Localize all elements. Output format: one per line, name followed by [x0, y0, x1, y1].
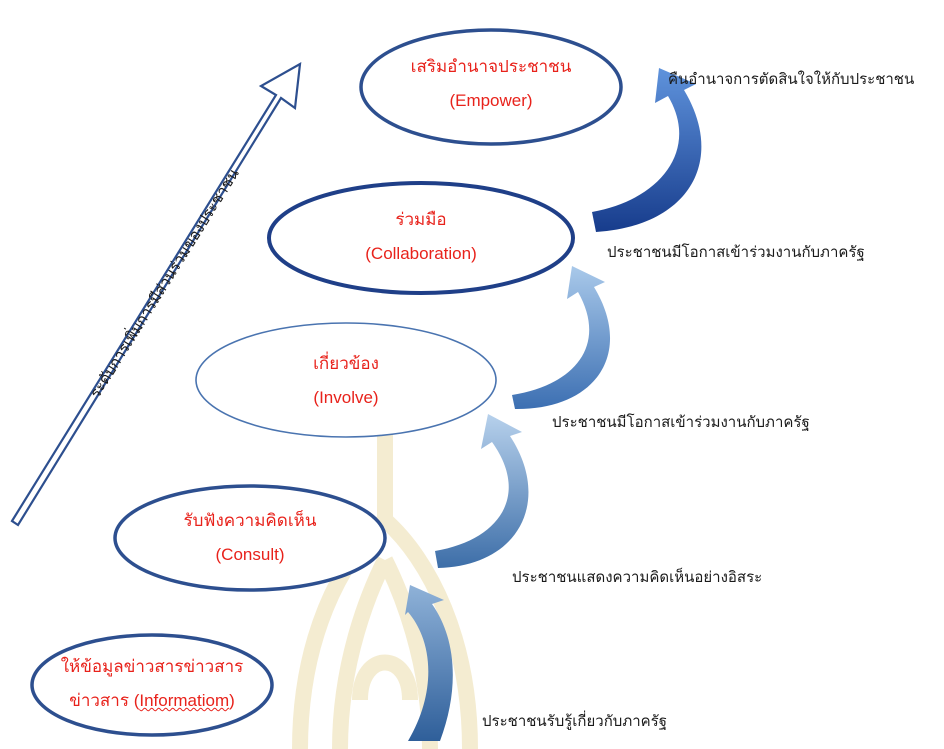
curved-arrow-3 [512, 266, 611, 410]
level-collaboration-en: (Collaboration) [365, 244, 477, 263]
level-consult-label: รับฟังความคิดเห็น (Consult) [115, 504, 385, 572]
ellipse-consult [113, 484, 387, 592]
level-consult-en: (Consult) [215, 545, 285, 564]
level-involve-th: เกี่ยวข้อง [313, 354, 379, 373]
description-consult: ประชาชนแสดงความคิดเห็นอย่างอิสระ [512, 569, 763, 586]
ellipse-empower [359, 28, 623, 146]
level-consult-th: รับฟังความคิดเห็น [183, 511, 317, 530]
level-involve-en: (Involve) [313, 388, 379, 407]
level-information-en: ข่าวสาร (Informatiom) [69, 691, 235, 710]
description-information: ประชาชนรับรู้เกี่ยวกับภาครัฐ [482, 713, 668, 730]
level-empower-label: เสริมอำนาจประชาชน (Empower) [361, 50, 621, 118]
level-information-th: ให้ข้อมูลข่าวสารข่าวสาร [60, 657, 244, 676]
level-empower-th: เสริมอำนาจประชาชน [410, 57, 572, 76]
description-involve: ประชาชนมีโอกาสเข้าร่วมงานกับภาครัฐ [552, 414, 810, 431]
ellipse-collaboration [267, 181, 575, 295]
curved-arrow-2 [435, 414, 529, 568]
participation-axis-arrow [10, 61, 302, 527]
curved-arrow-5 [592, 68, 702, 232]
level-collaboration-th: ร่วมมือ [395, 210, 447, 229]
ellipse-involve [195, 322, 497, 438]
description-collaboration: ประชาชนมีโอกาสเข้าร่วมงานกับภาครัฐ [607, 244, 865, 261]
description-empower: คืนอำนาจการตัดสินใจให้กับประชาชน [668, 71, 915, 88]
level-collaboration-label: ร่วมมือ (Collaboration) [269, 203, 573, 271]
level-empower-en: (Empower) [449, 91, 533, 110]
level-information-label: ให้ข้อมูลข่าวสารข่าวสาร ข่าวสาร (Informa… [32, 650, 272, 718]
curved-arrow-1 [405, 585, 453, 741]
level-involve-label: เกี่ยวข้อง (Involve) [196, 347, 496, 415]
ellipse-information [30, 633, 274, 737]
